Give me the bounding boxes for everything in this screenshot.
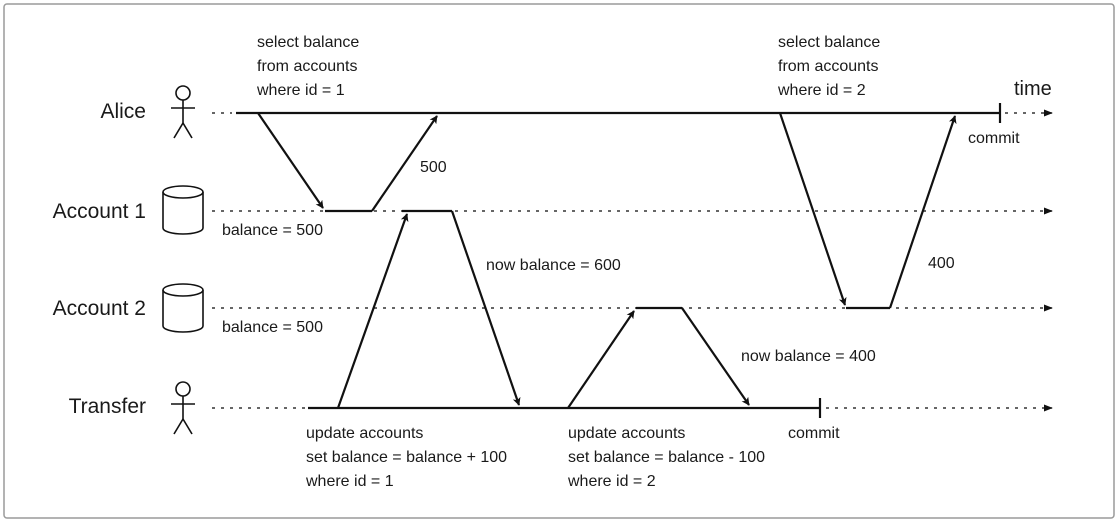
lane-label-account2: Account 2 [53, 297, 146, 320]
transfer-update1-line: where id = 1 [305, 473, 394, 490]
transfer-update2-line: update accounts [568, 425, 685, 442]
transfer-update1-line: set balance = balance + 100 [306, 449, 507, 466]
diagram-frame [3, 3, 1115, 519]
alice-query1-line: from accounts [257, 58, 357, 75]
account1-ack-arrow [450, 210, 521, 406]
alice-query2-arrow [778, 112, 847, 306]
account1-new-balance: now balance = 600 [486, 257, 621, 274]
time-axis-label: time [1014, 78, 1052, 100]
account1-initial-balance: balance = 500 [222, 222, 323, 239]
person-icon [171, 85, 195, 139]
alice-query2-line: from accounts [778, 58, 878, 75]
account2-new-balance: now balance = 400 [741, 348, 876, 365]
account2-ack-arrow [681, 307, 750, 406]
transfer-update2-arrow [567, 310, 635, 409]
alice-query2-line: where id = 2 [777, 82, 866, 99]
transfer-update2-line: set balance = balance - 100 [568, 449, 765, 466]
person-icon [171, 381, 195, 435]
alice-query1-arrow [257, 112, 324, 209]
account1-reply-arrow [371, 115, 438, 212]
database-icon [162, 283, 204, 333]
account2-initial-balance: balance = 500 [222, 319, 323, 336]
alice-query1-line: select balance [257, 34, 359, 51]
alice-commit-label: commit [968, 130, 1020, 147]
transfer-commit-label: commit [788, 425, 840, 442]
lane-label-account1: Account 1 [53, 200, 146, 223]
alice-query1-line: where id = 1 [256, 82, 345, 99]
transfer-update1-line: update accounts [306, 425, 423, 442]
transfer-update2-line: where id = 2 [567, 473, 656, 490]
database-icon [162, 185, 204, 235]
lane-label-alice: Alice [100, 100, 146, 123]
lane-label-transfer: Transfer [69, 395, 146, 418]
alice-query2-line: select balance [778, 34, 880, 51]
account2-reply-arrow [888, 115, 957, 309]
transfer-update1-arrow [336, 213, 409, 409]
account1-reply-value: 500 [420, 159, 447, 176]
account2-reply-value: 400 [928, 255, 955, 272]
